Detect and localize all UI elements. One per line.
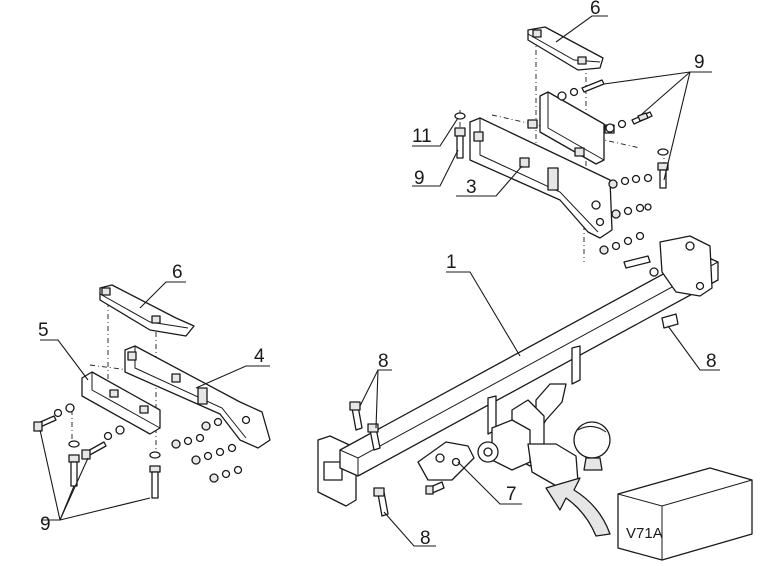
callout-leaders [39,15,720,547]
part-5-mounting-block [81,371,161,435]
callout-labels: 6 9 11 9 3 1 6 5 4 8 8 9 7 8 [38,0,717,549]
part-1-crossbar [317,235,719,507]
callout-9-top: 9 [694,52,705,73]
callout-8-bottom: 8 [420,528,431,549]
callout-7: 7 [506,484,517,505]
callout-6-top: 6 [590,0,601,19]
callout-9-bottom: 9 [40,514,51,535]
top-bracket-assembly [454,26,669,262]
callout-1: 1 [446,252,457,273]
callout-5: 5 [38,320,49,341]
callout-6-left: 6 [172,262,183,283]
assembly-arrow [545,477,611,537]
part-4-side-bracket [124,345,271,449]
tow-ball-and-neck [477,383,611,489]
part-6-lower-plate [99,284,195,337]
callout-8-top-left: 8 [378,351,389,372]
left-bracket-assembly [33,284,271,499]
kit-box-label: V71A [626,525,663,542]
part-7-socket-bracket [417,441,475,495]
top-fasteners [454,79,669,255]
part-6-top-plate [527,26,604,71]
kit-box: V71A [617,467,753,561]
callout-8-right: 8 [706,351,717,372]
left-fasteners [33,403,243,499]
callout-11: 11 [412,126,432,147]
part-3-side-bracket [469,117,613,239]
callout-3: 3 [466,177,477,198]
callout-4: 4 [254,346,265,367]
callout-9-mid: 9 [414,168,425,189]
